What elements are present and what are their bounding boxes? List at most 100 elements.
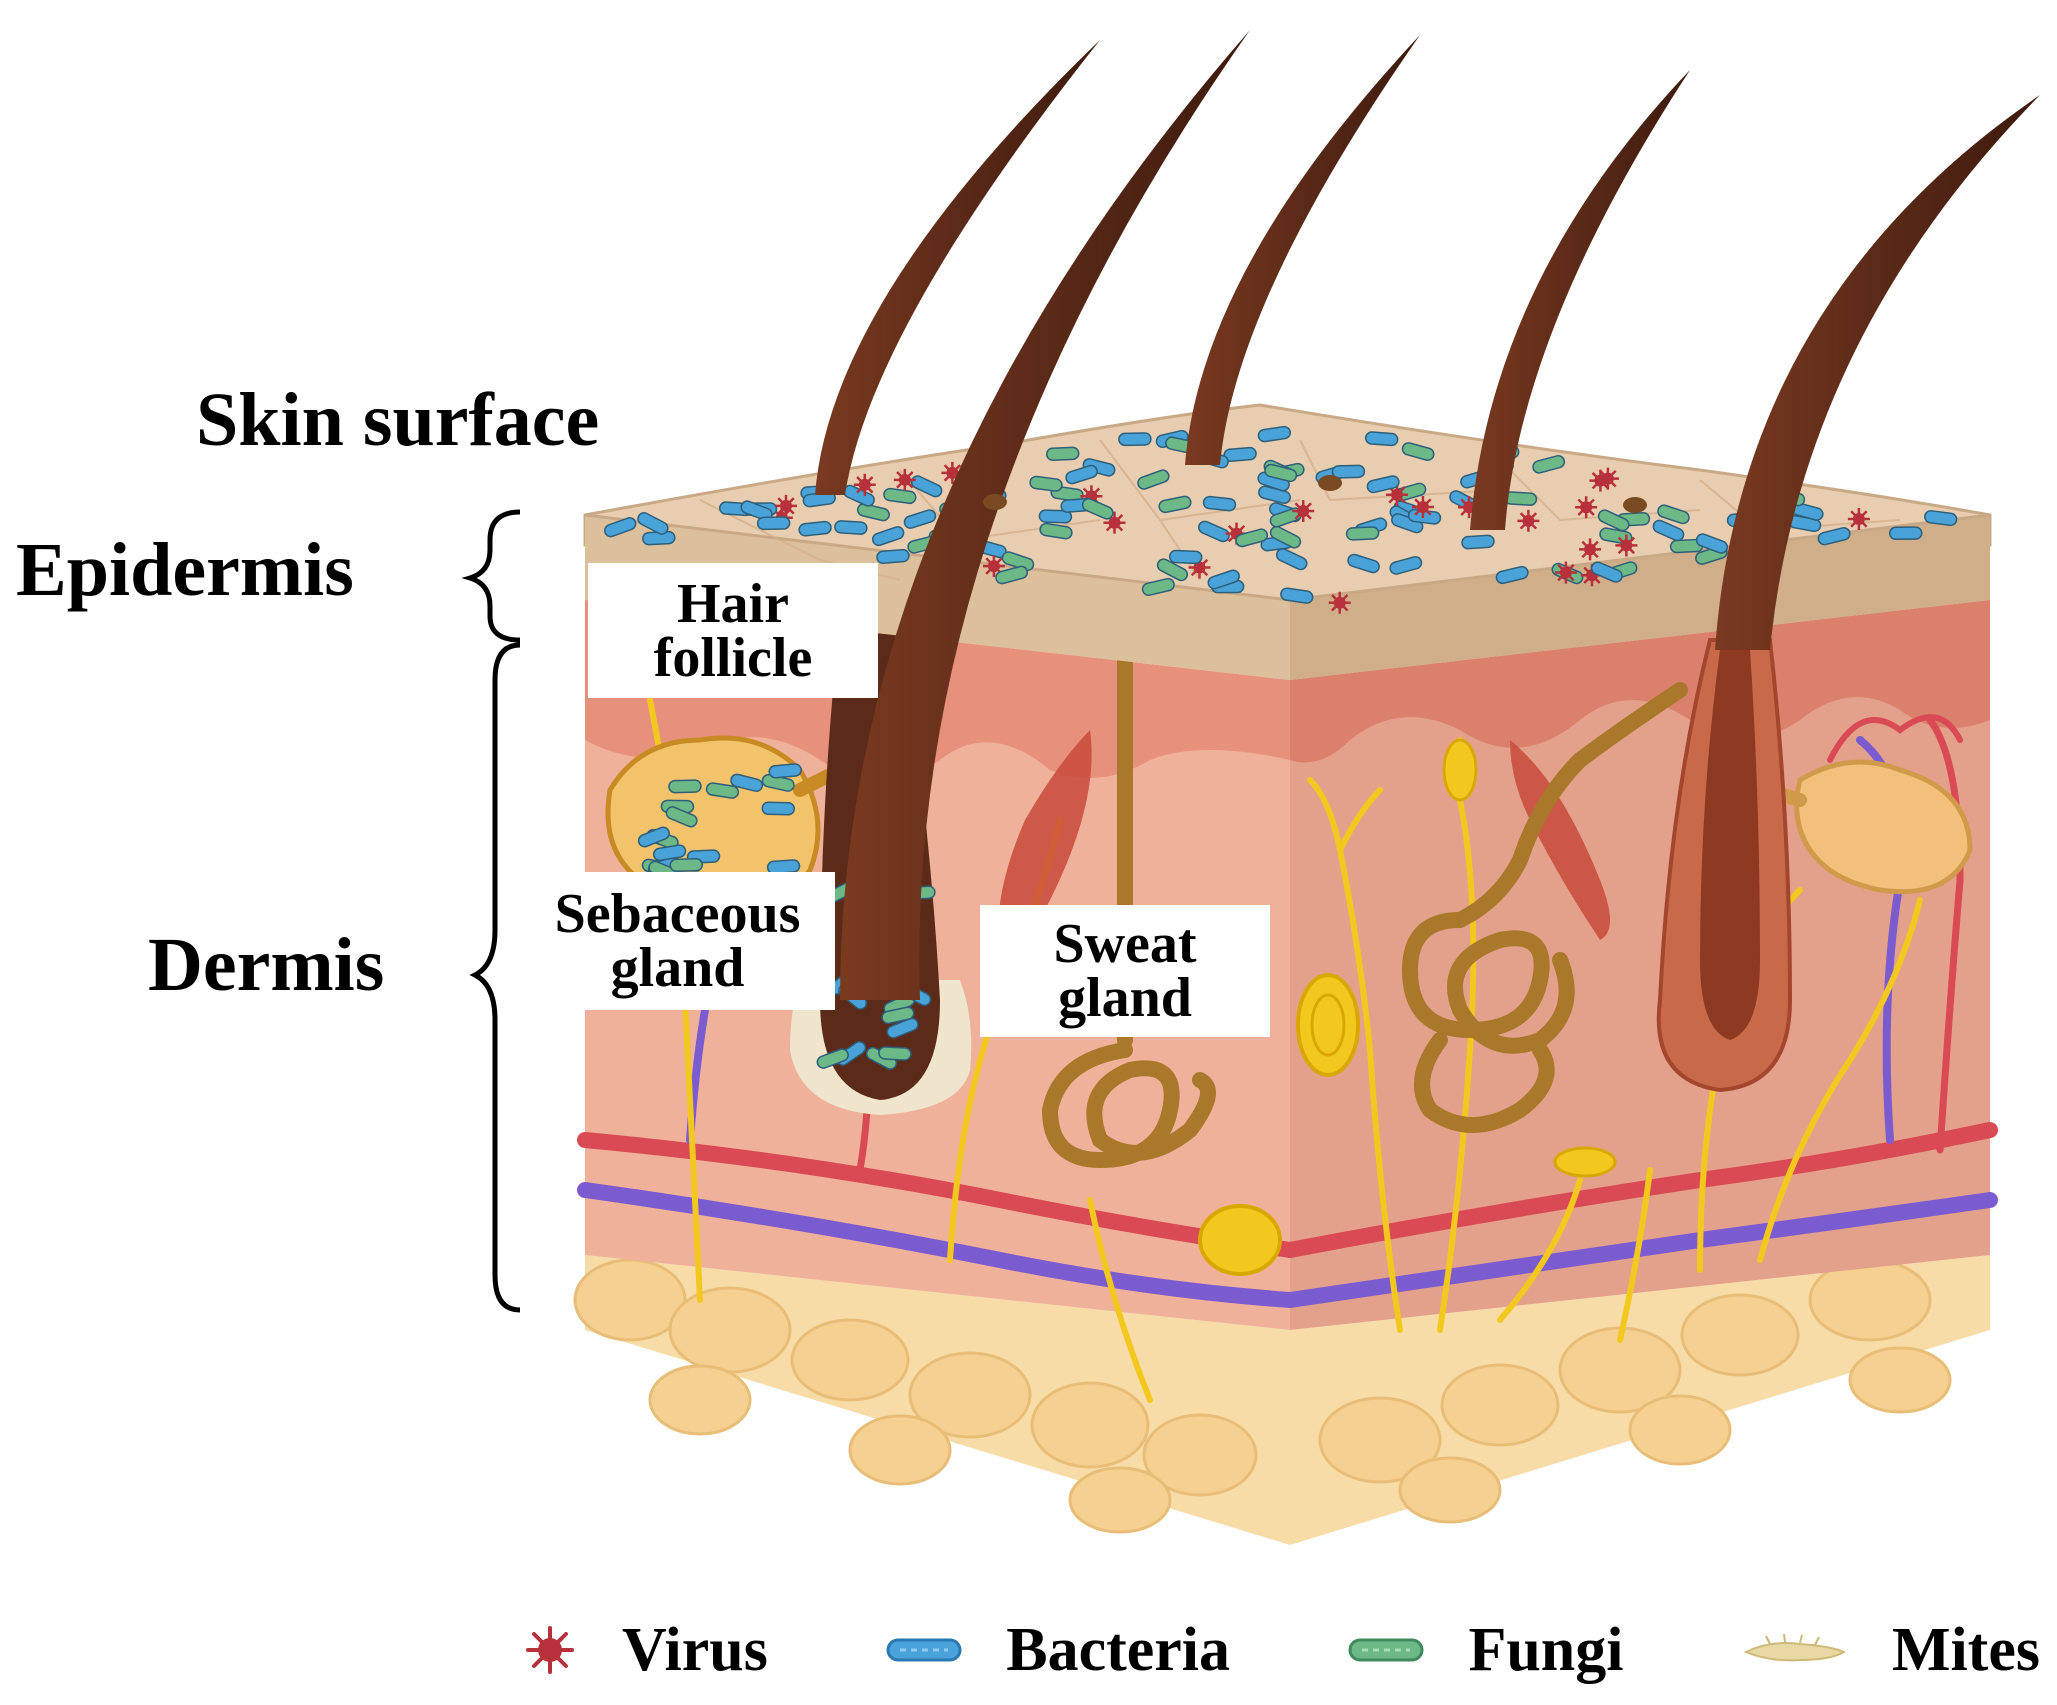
virus-particle: [853, 473, 876, 496]
sweat-glands: [1041, 592, 1688, 1169]
bacterium: [1817, 527, 1851, 546]
sebaceous-gland-label-line-2: gland: [610, 937, 745, 999]
fungus: [1081, 498, 1114, 520]
fungus: [1141, 577, 1175, 596]
muscles: [997, 730, 1610, 960]
legend-label-mites: Mites: [1891, 1615, 2040, 1684]
bacterium: [1280, 587, 1314, 604]
fungus: [1045, 446, 1080, 461]
fungus: [1532, 455, 1566, 474]
fungus: [1137, 469, 1170, 490]
bacterium: [740, 500, 773, 522]
bacterium: [1223, 446, 1257, 462]
bacterium: [652, 844, 687, 862]
sebaceous-gland-label: Sebaceous gland: [520, 872, 835, 1010]
bacterium: [798, 520, 832, 537]
legend-label-bacteria: Bacteria: [1006, 1615, 1231, 1684]
fungus: [1264, 463, 1298, 483]
fungus: [1156, 558, 1189, 582]
dermis-brace: [469, 642, 521, 1313]
sebaceous-gland-label-line-1: Sebaceous: [554, 883, 801, 945]
nerve-endings: [1198, 738, 1617, 1276]
legend: Virus Bacteria Fungi Mite: [520, 1605, 2040, 1695]
microbes: [604, 425, 1958, 1070]
legend-label-fungi: Fungi: [1468, 1615, 1624, 1684]
sweat-gland-label-line-1: Sweat: [1053, 913, 1197, 975]
bacterium: [1366, 475, 1400, 494]
hair-follicle-right: [1656, 638, 1793, 1093]
virus-particle: [982, 555, 1005, 578]
legend-label-virus: Virus: [622, 1615, 768, 1684]
bacterium: [604, 517, 637, 538]
bacterium: [1495, 565, 1529, 585]
bacterium: [1331, 464, 1366, 479]
bacterium: [1257, 425, 1291, 443]
bacterium: [1118, 432, 1152, 447]
hair-follicle-label-line-1: Hair: [677, 572, 789, 635]
hair-shafts: [815, 30, 2040, 1000]
bacterium: [1389, 556, 1423, 575]
bacterium: [665, 806, 698, 828]
fungus: [1269, 525, 1302, 549]
bacterium: [881, 1006, 915, 1025]
bacterium: [1198, 520, 1230, 543]
sweat-gland-label-line-2: gland: [1058, 967, 1192, 1029]
virus-particle: [893, 468, 916, 491]
virus-particle: [1579, 538, 1602, 561]
fungus: [1235, 528, 1269, 548]
fungus: [856, 503, 890, 522]
hair-follicle-label-line-2: follicle: [653, 626, 813, 689]
bacterium: [668, 779, 702, 794]
hair-shaft-1: [815, 40, 1100, 495]
bacterium: [1038, 509, 1073, 524]
bacterium: [1347, 553, 1380, 574]
bacterium: [816, 1048, 849, 1069]
bacterium: [1590, 561, 1623, 583]
bacterium: [876, 548, 910, 564]
virus-particle: [1517, 509, 1540, 532]
bacterium: [1652, 519, 1685, 542]
bacterium: [1888, 526, 1923, 541]
virus-particle: [1554, 561, 1577, 584]
bacterium: [756, 516, 791, 531]
bacterium: [1168, 549, 1203, 565]
legend-item-fungi: Fungi: [1346, 1615, 1624, 1686]
mites-icon: [1743, 1633, 1847, 1662]
fungus: [1158, 495, 1192, 514]
virus-particle: [774, 494, 797, 517]
virus-particle: [1615, 534, 1638, 557]
hair-pores: [983, 475, 1647, 513]
fungus: [995, 565, 1029, 585]
virus-particle: [1411, 495, 1434, 518]
virus-particle: [1589, 469, 1612, 492]
epidermis-label: Epidermis: [16, 528, 354, 612]
bacterium: [637, 826, 670, 848]
fungus: [1503, 491, 1538, 506]
bacterium: [768, 763, 802, 779]
bacterium: [903, 509, 937, 529]
fungus: [1597, 509, 1630, 532]
fungus: [1657, 504, 1690, 525]
hair-follicle-label: Hair follicle: [588, 563, 878, 698]
bacterium: [1202, 495, 1237, 512]
virus-particle: [1188, 556, 1211, 579]
bacterium: [1924, 510, 1958, 527]
virus-particle: [1328, 591, 1351, 614]
fungus: [1039, 522, 1073, 540]
hair-shaft-5: [1715, 95, 2040, 650]
bacterium: [761, 801, 795, 816]
legend-item-virus: Virus: [520, 1615, 768, 1686]
bacteria-icon: [886, 1638, 962, 1662]
dermis-label: Dermis: [148, 923, 385, 1007]
sweat-gland-label: Sweat gland: [980, 905, 1270, 1037]
virus-particle: [1385, 483, 1408, 506]
bacterium: [1364, 431, 1399, 447]
legend-item-bacteria: Bacteria: [884, 1615, 1230, 1686]
bacterium: [669, 858, 704, 873]
bacterium: [730, 773, 764, 793]
bacterium: [1695, 533, 1729, 554]
fat-layer: [573, 1255, 1990, 1545]
hair-shaft-2: [840, 30, 1250, 1000]
